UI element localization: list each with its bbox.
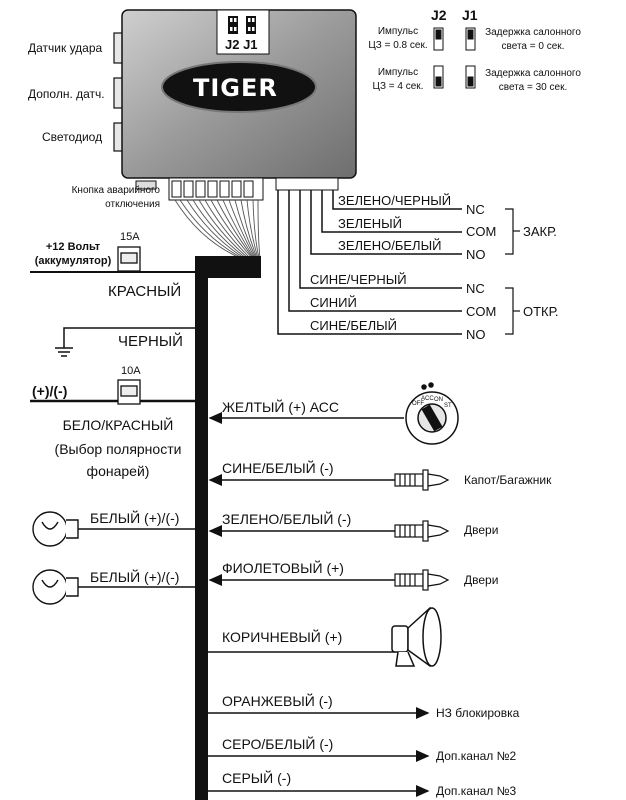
red-wire-label: КРАСНЫЙ xyxy=(108,283,182,300)
ign-label: ACC xyxy=(421,396,434,402)
wire-label: СИНЕ/ЧЕРНЫЙ xyxy=(310,272,407,287)
siren-icon xyxy=(391,606,442,668)
ground-symbol xyxy=(55,327,196,357)
delay-0-label: Задержка салонного xyxy=(485,27,581,38)
contact-label: NC xyxy=(466,281,485,296)
ignition-switch-icon xyxy=(405,382,459,445)
pin-switch-icon xyxy=(394,569,450,591)
output-wire-label: СЕРЫЙ (-) xyxy=(222,770,292,786)
wire-label: ЗЕЛЕНЫЙ xyxy=(338,216,402,231)
emergency-label: отключения xyxy=(105,199,160,210)
relay-wires xyxy=(277,190,462,335)
logo-text: TIGER xyxy=(193,74,278,102)
pin-switch-icon xyxy=(394,469,450,491)
white-red-label: БЕЛО/КРАСНЫЙ xyxy=(62,417,174,433)
pulse-4-label: Импульс xyxy=(377,67,419,78)
input-wires xyxy=(208,412,404,586)
device-label: Двери xyxy=(464,523,499,537)
polarity-label: (+)/(-) xyxy=(32,383,68,399)
pulse-08-label: ЦЗ = 0.8 сек. xyxy=(368,40,428,51)
battery-label: +12 Вольт xyxy=(45,241,101,253)
fuse-15a xyxy=(117,246,141,272)
delay-30-label: света = 30 сек. xyxy=(498,82,568,93)
wire-label: СИНИЙ xyxy=(310,295,357,310)
pulse-4-label: ЦЗ = 4 сек. xyxy=(372,81,424,92)
harness-trunk xyxy=(195,256,208,800)
input-wire-label: ФИОЛЕТОВЫЙ (+) xyxy=(222,560,344,576)
pulse-08-label: Импульс xyxy=(377,26,419,37)
port-label-extra: Дополн. датч. xyxy=(28,87,105,101)
contact-label: COM xyxy=(466,304,497,319)
device-label: Двери xyxy=(464,573,499,587)
jumper-label: J2 J1 xyxy=(225,37,258,52)
contact-label: COM xyxy=(466,224,497,239)
jumper-pins xyxy=(228,16,256,34)
jumper-window xyxy=(216,9,270,55)
ign-label: ST xyxy=(444,403,452,409)
wire-label: ЗЕЛЕНО/ЧЕРНЫЙ xyxy=(338,193,452,208)
ign-label: ON xyxy=(434,397,443,403)
battery-label: (аккумулятор) xyxy=(34,255,112,267)
emergency-label: Кнопка аварийного xyxy=(71,185,160,196)
emergency-button xyxy=(135,180,157,190)
contact-label: NO xyxy=(466,247,486,262)
delay-0-label: света = 0 сек. xyxy=(501,41,565,52)
tiger-logo xyxy=(161,61,317,113)
fuse-10-label: 10А xyxy=(121,365,141,377)
ign-label: OFF xyxy=(412,401,424,407)
port-label-shock: Датчик удара xyxy=(28,41,103,55)
output-target-label: Доп.канал №2 xyxy=(436,749,517,763)
output-target-label: Доп.канал №3 xyxy=(436,784,517,798)
lamp-icon xyxy=(32,569,196,605)
group-label: ЗАКР. xyxy=(523,224,557,239)
output-wire-label: СЕРО/БЕЛЫЙ (-) xyxy=(222,736,334,752)
wire-harness xyxy=(174,199,261,259)
wire-label: СИНЕ/БЕЛЫЙ xyxy=(310,318,397,333)
output-wire-label: ОРАНЖЕВЫЙ (-) xyxy=(222,693,333,709)
lamp-wire-label: БЕЛЫЙ (+)/(-) xyxy=(90,510,180,526)
device-label: Капот/Багажник xyxy=(464,473,552,487)
relay-braces xyxy=(505,208,520,335)
black-wire-label: ЧЕРНЫЙ xyxy=(118,333,183,350)
siren-wire-label: КОРИЧНЕВЫЙ (+) xyxy=(222,629,343,645)
output-wires xyxy=(208,707,430,797)
main-connector xyxy=(168,177,339,201)
white-red-label: (Выбор полярности xyxy=(54,441,182,457)
input-wire-label: СИНЕ/БЕЛЫЙ (-) xyxy=(222,460,334,476)
white-red-label: фонарей) xyxy=(86,463,150,479)
lamp-wire-label: БЕЛЫЙ (+)/(-) xyxy=(90,569,180,585)
group-label: ОТКР. xyxy=(523,304,559,319)
input-wire-label: ЖЕЛТЫЙ (+) АСС xyxy=(222,399,339,415)
delay-30-label: Задержка салонного xyxy=(485,68,581,79)
wire-label: ЗЕЛЕНО/БЕЛЫЙ xyxy=(338,238,442,253)
input-wire-label: ЗЕЛЕНО/БЕЛЫЙ (-) xyxy=(222,511,352,527)
j2-header: J2 xyxy=(431,7,447,23)
port-label-led: Светодиод xyxy=(42,130,103,144)
output-target-label: НЗ блокировка xyxy=(436,706,520,720)
jumper-legend-icons xyxy=(433,27,476,89)
fuse-10a xyxy=(117,379,141,405)
j1-header: J1 xyxy=(462,7,478,23)
pin-switch-icon xyxy=(394,520,450,542)
lamp-icon xyxy=(32,511,196,547)
contact-label: NC xyxy=(466,202,485,217)
fuse-15-label: 15А xyxy=(120,231,140,243)
contact-label: NO xyxy=(466,327,486,342)
